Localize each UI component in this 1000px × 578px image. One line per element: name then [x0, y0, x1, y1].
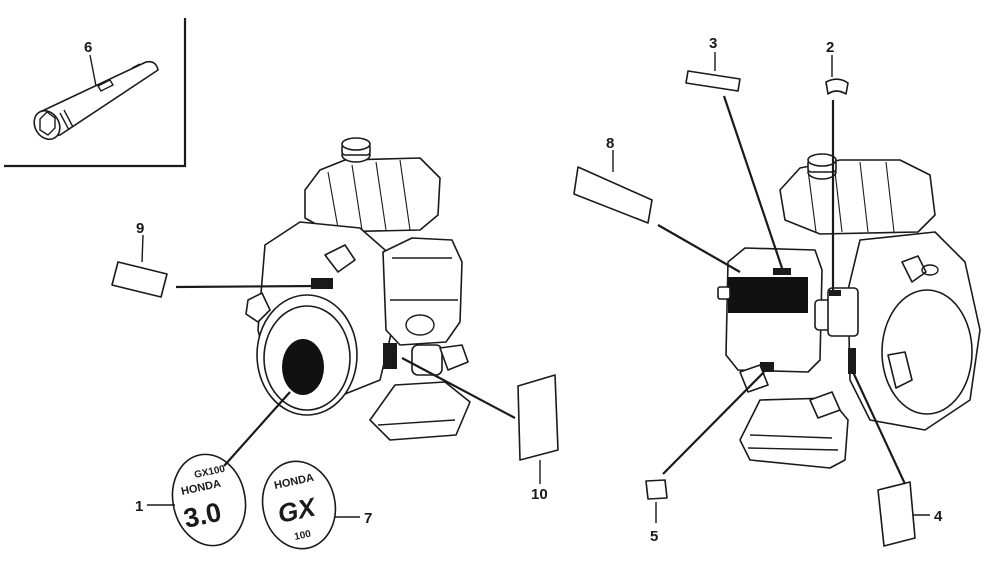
emblem-7-model: 100: [293, 529, 312, 543]
callout-9: 9: [136, 220, 144, 237]
callout-4: 4: [934, 508, 943, 525]
emblem-1: GX100 HONDA 3.0: [171, 453, 247, 547]
label-9-mark: [311, 278, 333, 289]
label-4-mark: [848, 348, 856, 374]
socket-wrench-part-6: [33, 60, 159, 141]
callout-1: 1: [135, 498, 143, 515]
label-8-mark: [728, 277, 808, 313]
leader-3: [722, 95, 785, 272]
callout-7: 7: [364, 510, 372, 527]
callout-8: 8: [606, 135, 614, 152]
label-5-mark: [760, 362, 774, 372]
label-10: [517, 374, 559, 461]
tool-inset: [4, 18, 187, 168]
callout-5: 5: [650, 528, 658, 545]
leader-10: [401, 357, 516, 419]
leader-9-tag: [141, 234, 144, 263]
label-2-mark: [829, 290, 841, 296]
label-5: [645, 479, 668, 500]
inset-border: [4, 18, 187, 168]
callout-10: 10: [531, 486, 548, 503]
leader-9: [175, 284, 319, 289]
label-8: [573, 166, 653, 224]
leader-1: [223, 391, 291, 467]
engine-right-view: [717, 153, 981, 469]
leader-5: [662, 371, 765, 475]
callout-3: 3: [709, 35, 717, 52]
label-3: [685, 70, 741, 92]
label-4: [877, 481, 916, 547]
emblem-7: HONDA GX 100: [261, 460, 337, 550]
label-9: [111, 261, 168, 298]
emblem-mount-mark: [282, 339, 324, 395]
label-2: [825, 78, 849, 95]
callout-6: 6: [84, 39, 92, 56]
label-10-mark: [383, 343, 397, 369]
engine-left-view: [245, 137, 471, 441]
leader-4: [852, 371, 906, 485]
callout-2: 2: [826, 39, 834, 56]
label-3-mark: [773, 268, 791, 275]
leader-6: [89, 54, 97, 87]
leader-8: [657, 224, 741, 273]
